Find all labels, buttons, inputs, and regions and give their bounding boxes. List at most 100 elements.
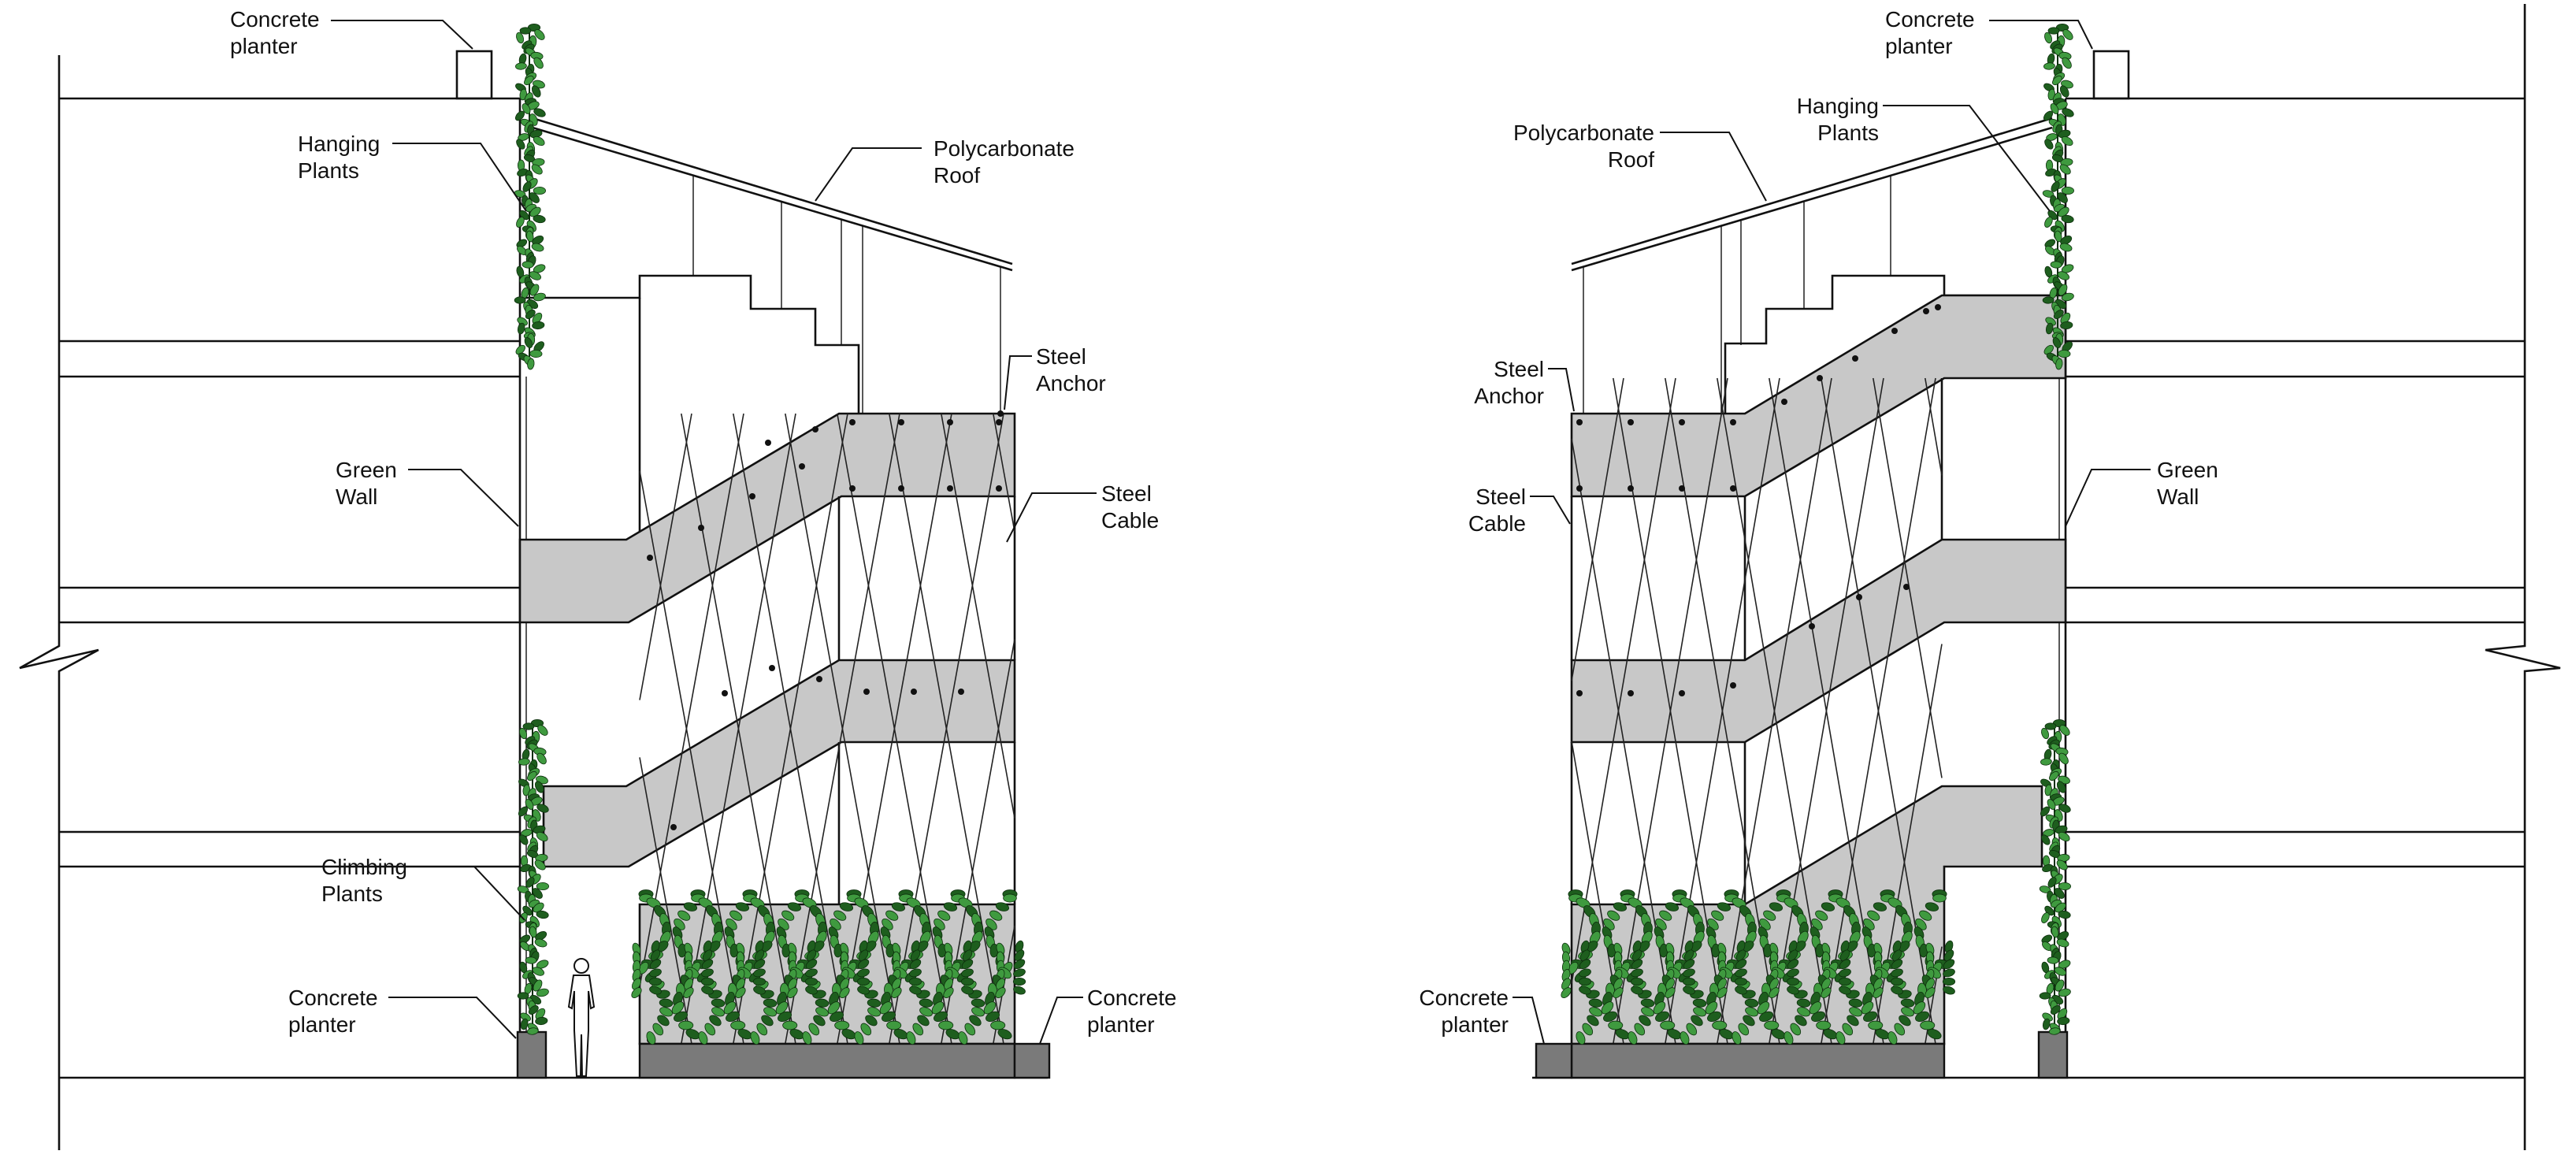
leaf-icon	[1920, 1020, 1936, 1030]
leaf-icon	[1631, 949, 1642, 961]
leaf-icon	[1631, 959, 1643, 970]
leaf-icon	[1835, 1031, 1846, 1045]
leaf-icon	[2043, 344, 2054, 355]
leaf-icon	[752, 977, 766, 986]
steel-anchor	[670, 824, 677, 830]
steel-cable	[889, 413, 1004, 1045]
steel-anchor	[996, 485, 1002, 492]
leaf-icon	[2047, 799, 2056, 810]
leaf-icon	[516, 239, 528, 248]
leaf-icon	[529, 284, 540, 296]
leaf-icon	[1891, 986, 1903, 995]
steel-anchor	[1903, 584, 1910, 590]
leaf-icon	[735, 987, 746, 999]
leaf-icon	[1707, 1011, 1722, 1023]
leaf-icon	[533, 292, 546, 302]
leaf-icon	[1867, 910, 1880, 921]
leaf-icon	[805, 986, 818, 995]
leaf-icon	[533, 108, 546, 117]
leaf-icon	[652, 1023, 664, 1036]
leaf-icon	[1735, 986, 1747, 995]
leaf-icon	[528, 1005, 539, 1015]
leaf-icon	[997, 1028, 1012, 1040]
leaf-icon	[533, 902, 544, 913]
leaf-icon	[2061, 136, 2073, 147]
steel-anchor	[698, 525, 704, 531]
leaf-icon	[671, 1001, 685, 1015]
leaf-icon	[2041, 934, 2053, 944]
steel-cable	[785, 413, 900, 1045]
leaf-icon	[1655, 1011, 1670, 1023]
leaf-icon	[521, 829, 533, 837]
leaf-icon	[2062, 57, 2072, 69]
leaf-icon	[909, 986, 922, 995]
leaf-icon	[2041, 727, 2050, 740]
leaf-icon	[2054, 902, 2066, 913]
steel-anchor	[1628, 485, 1634, 492]
leaf-icon	[2053, 310, 2064, 319]
right-section	[1532, 4, 2561, 1150]
leaf-icon	[2058, 804, 2071, 813]
leaf-icon	[756, 1023, 768, 1036]
steel-anchor	[765, 440, 771, 446]
concrete-planter	[1535, 1042, 1573, 1079]
leaf-icon	[2043, 62, 2055, 70]
leaf-icon	[1873, 902, 1887, 911]
leaf-icon	[943, 987, 954, 999]
leaf-icon	[657, 1015, 670, 1026]
human-figure-icon	[567, 958, 596, 1077]
leaf-icon	[532, 321, 545, 330]
leaf-icon	[2046, 133, 2058, 141]
leaf-icon	[1705, 1001, 1718, 1015]
leaf-icon	[2043, 110, 2054, 121]
leaf-icon	[996, 978, 1005, 990]
leaf-icon	[1711, 910, 1724, 921]
leaf-icon	[517, 992, 529, 1000]
leaf-icon	[723, 1001, 737, 1015]
leaf-icon	[534, 938, 547, 948]
leaf-icon	[891, 987, 902, 999]
steel-anchor	[1781, 399, 1787, 405]
concrete-planter	[1570, 1042, 1946, 1079]
leaf-icon	[1786, 977, 1800, 986]
leaf-icon	[535, 1016, 548, 1026]
steel-cable	[1613, 377, 1728, 1045]
leaf-icon	[1842, 1023, 1854, 1036]
leaf-icon	[1683, 959, 1695, 970]
leaf-icon	[840, 978, 849, 990]
steel-anchor	[769, 665, 775, 671]
leaf-icon	[2059, 164, 2071, 175]
leaf-icon	[1717, 987, 1728, 999]
leaf-icon	[709, 1015, 722, 1026]
leaf-icon	[2058, 882, 2071, 891]
leaf-icon	[534, 781, 544, 793]
leaf-icon	[787, 902, 802, 911]
leaf-icon	[532, 888, 543, 899]
leaf-icon	[534, 859, 546, 871]
leaf-icon	[683, 987, 694, 999]
leaf-icon	[806, 949, 817, 961]
steel-cable	[837, 413, 952, 1045]
leaf-icon	[1809, 1001, 1822, 1015]
steel-anchor	[1679, 419, 1685, 425]
leaf-icon	[698, 1031, 708, 1045]
leaf-icon	[919, 998, 934, 1008]
leaf-icon	[1665, 902, 1680, 911]
leaf-icon	[886, 1020, 902, 1030]
steel-anchor	[1679, 690, 1685, 696]
leaf-icon	[910, 949, 921, 961]
leaf-icon	[1848, 998, 1863, 1008]
leaf-icon	[2051, 926, 2059, 938]
leaf-icon	[1013, 968, 1026, 978]
leaf-icon	[2057, 931, 2069, 941]
leaf-icon	[531, 164, 543, 175]
leaf-icon	[534, 29, 545, 40]
leaf-icon	[2056, 781, 2066, 793]
leaf-icon	[2050, 103, 2059, 114]
leaf-icon	[2061, 292, 2074, 302]
